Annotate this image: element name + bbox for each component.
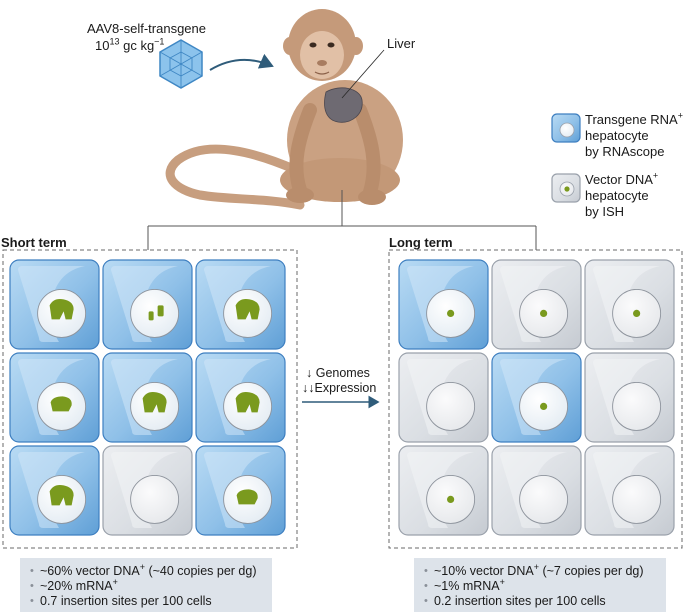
- vector-dose: 1013 gc kg−1: [95, 36, 165, 53]
- vector-dna-cluster: [49, 299, 74, 320]
- liver-shape: [324, 87, 363, 123]
- rna-positive-hepatocyte: [491, 352, 582, 443]
- vector-dna-cluster: [235, 299, 260, 320]
- hepatocyte: [491, 259, 582, 350]
- vector-dna-cluster: [142, 392, 167, 413]
- branch-connector: [147, 190, 537, 250]
- long-term-hepatocyte-grid: [398, 259, 675, 536]
- vector-dna-dot: [447, 309, 455, 317]
- legend-rna-swatch: [551, 113, 581, 143]
- legend-rna-text: Transgene RNA+ hepatocyte by RNAscope: [585, 110, 683, 159]
- rna-positive-hepatocyte: [9, 445, 100, 536]
- vector-dna-cluster: [49, 485, 74, 506]
- nucleus: [426, 381, 476, 431]
- hepatocyte: [491, 445, 582, 536]
- long-term-title: Long term: [389, 235, 453, 250]
- vector-dna-dot: [540, 309, 548, 317]
- vector-name: AAV8-self-transgene: [87, 21, 206, 36]
- long-term-summary: ~10% vector DNA+ (~7 copies per dg) ~1% …: [414, 558, 666, 612]
- hepatocyte: [584, 352, 675, 443]
- vector-dna-dot: [447, 495, 455, 503]
- aav-capsid-icon: [159, 39, 203, 89]
- legend-dna-swatch: [551, 173, 581, 203]
- nucleus: [612, 474, 662, 524]
- rna-positive-hepatocyte: [195, 352, 286, 443]
- rna-positive-hepatocyte: [102, 352, 193, 443]
- vector-dna-cluster: [236, 489, 258, 505]
- rna-positive-hepatocyte: [9, 352, 100, 443]
- short-term-summary: ~60% vector DNA+ (~40 copies per dg) ~20…: [20, 558, 272, 612]
- vector-dna-cluster: [235, 392, 260, 413]
- nucleus: [130, 474, 180, 524]
- vector-dna-cluster: [50, 396, 72, 412]
- long-term-panel-border: [388, 249, 683, 549]
- injection-arrow: [209, 53, 274, 71]
- short-term-hepatocyte-grid: [9, 259, 286, 536]
- summary-item: ~60% vector DNA+ (~40 copies per dg): [30, 562, 262, 579]
- hepatocyte: [584, 445, 675, 536]
- short-term-title: Short term: [1, 235, 67, 250]
- legend-dna-text: Vector DNA+ hepatocyte by ISH: [585, 170, 659, 219]
- nucleus: [519, 474, 569, 524]
- rna-positive-hepatocyte: [195, 259, 286, 350]
- hepatocyte: [398, 352, 489, 443]
- rna-positive-hepatocyte: [9, 259, 100, 350]
- summary-item: ~1% mRNA+: [424, 577, 656, 594]
- hepatocyte: [398, 445, 489, 536]
- vector-dna-dot: [540, 402, 548, 410]
- hepatocyte: [102, 445, 193, 536]
- summary-item: ~10% vector DNA+ (~7 copies per dg): [424, 562, 656, 579]
- summary-item: 0.7 insertion sites per 100 cells: [30, 594, 262, 609]
- liver-label: Liver: [387, 36, 416, 51]
- rna-positive-hepatocyte: [102, 259, 193, 350]
- transition-text: ↓ Genomes ↓↓Expression: [302, 366, 377, 395]
- nucleus: [130, 288, 180, 338]
- vector-dna-cluster: [148, 305, 164, 321]
- nucleus: [612, 381, 662, 431]
- short-term-panel-border: [2, 249, 298, 549]
- macaque-illustration: [165, 9, 403, 210]
- rna-positive-hepatocyte: [398, 259, 489, 350]
- summary-item: ~20% mRNA+: [30, 577, 262, 594]
- summary-item: 0.2 insertion sites per 100 cells: [424, 594, 656, 609]
- vector-dna-dot: [633, 309, 641, 317]
- hepatocyte: [584, 259, 675, 350]
- rna-positive-hepatocyte: [195, 445, 286, 536]
- liver-leader-line: [341, 49, 385, 99]
